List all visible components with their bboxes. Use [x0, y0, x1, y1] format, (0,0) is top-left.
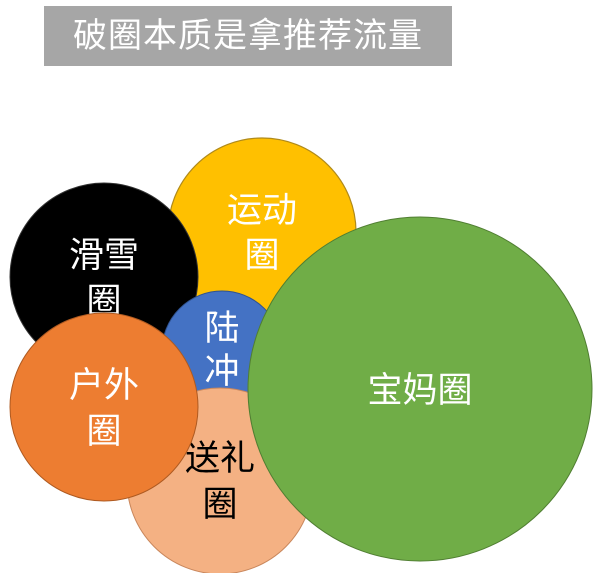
- circle-sports-label-1: 运动: [227, 191, 297, 231]
- circle-gift-label-1: 送礼: [185, 439, 255, 479]
- page-title: 破圈本质是拿推荐流量: [44, 6, 452, 66]
- circle-outdoor-shape: [9, 312, 199, 502]
- circle-outdoor-label-2: 圈: [86, 412, 121, 452]
- circle-ski-label-1: 滑雪: [69, 236, 139, 276]
- circle-outdoor-label-1: 户外: [69, 366, 139, 406]
- circle-mom-label: 宝妈圈: [367, 371, 472, 411]
- circle-sports-label-2: 圈: [244, 236, 279, 276]
- circle-blue-label-1: 陆: [204, 309, 239, 349]
- circle-mom: 宝妈圈: [247, 216, 593, 562]
- circle-gift-label-2: 圈: [202, 485, 237, 525]
- circle-outdoor: 户外 圈: [9, 312, 199, 502]
- circle-blue-label-2: 冲: [204, 352, 239, 392]
- circle-mom-shape: [247, 216, 593, 562]
- circle-sports: 运动 圈: [167, 137, 357, 327]
